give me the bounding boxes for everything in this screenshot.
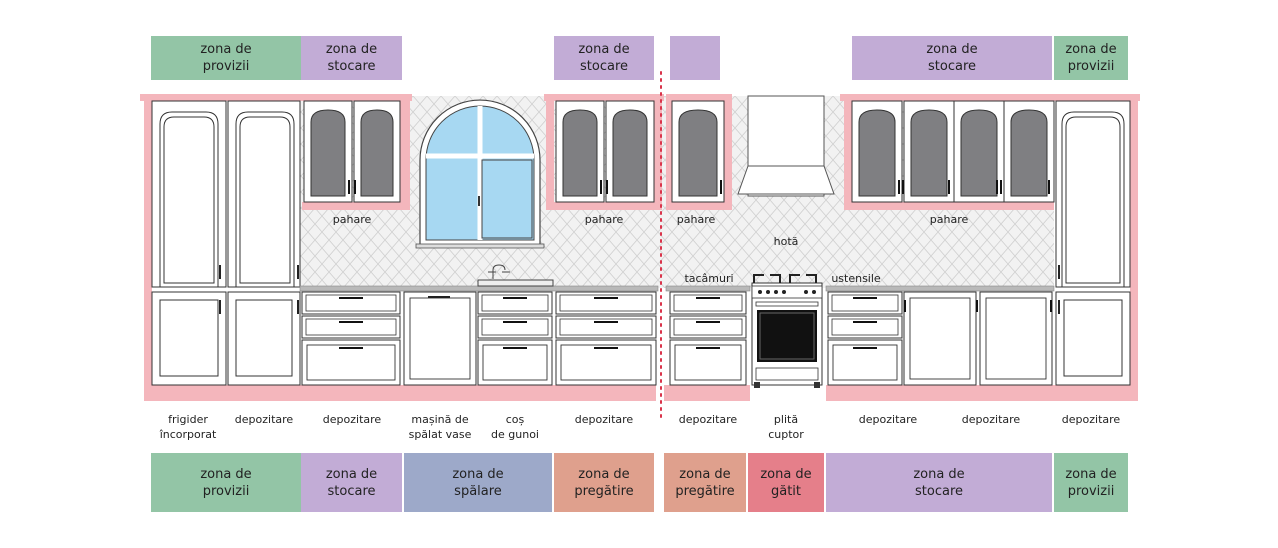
countertop-middle — [665, 285, 751, 292]
glass-panel — [910, 109, 948, 197]
base-door — [979, 291, 1053, 386]
label-base-cabinet: depozitare — [1061, 413, 1121, 426]
drawer — [301, 315, 401, 339]
glass-panel — [360, 109, 394, 197]
stove-oven — [751, 274, 823, 388]
deep-drawer — [669, 339, 747, 386]
deep-drawer — [555, 339, 657, 386]
deep-drawer — [301, 339, 401, 386]
label-base-cabinet: depozitare — [234, 413, 294, 426]
drawer — [827, 291, 903, 315]
bottom-zone-pregatire: zona de pregătire — [664, 453, 746, 512]
drawer — [477, 315, 553, 339]
arched-window — [415, 99, 545, 249]
drawer — [477, 291, 553, 315]
bottom-zone-spalare: zona de spălare — [404, 453, 552, 512]
bottom-zone-stocare: zona de stocare — [826, 453, 1052, 512]
tall-cabinets-left — [151, 100, 301, 386]
drawer — [669, 291, 747, 315]
range-hood — [737, 95, 835, 197]
bottom-zone-provizii: zona de provizii — [1054, 453, 1128, 512]
upper-glass-cabinets — [303, 100, 1055, 203]
bottom-zone-gatit: zona de gătit — [748, 453, 824, 512]
top-zone-provizii: zona de provizii — [1054, 36, 1128, 80]
label-pahare: pahare — [584, 213, 624, 226]
drawer — [827, 315, 903, 339]
glass-panel — [858, 109, 896, 197]
label-ustensile: ustensile — [831, 272, 881, 285]
bottom-zone-stocare: zona de stocare — [301, 453, 402, 512]
label-pahare: pahare — [929, 213, 969, 226]
deep-drawer — [827, 339, 903, 386]
countertop-right — [825, 285, 1055, 292]
drawer — [301, 291, 401, 315]
tall-cabinet-right — [1055, 100, 1131, 386]
top-zone-stocare: zona de stocare — [554, 36, 654, 80]
label-base-cabinet: depozitare — [961, 413, 1021, 426]
glass-panel — [678, 109, 718, 197]
glass-panel — [1010, 109, 1048, 197]
label-base-cabinet: frigider încorporat — [159, 413, 217, 441]
label-tacamuri: tacâmuri — [684, 272, 734, 285]
sink-faucet — [477, 264, 554, 287]
label-pahare: pahare — [332, 213, 372, 226]
base-door — [903, 291, 977, 386]
drawer — [669, 315, 747, 339]
label-base-cabinet: mașină de spălat vase — [408, 413, 472, 441]
label-base-cabinet: depozitare — [322, 413, 382, 426]
glass-panel — [960, 109, 998, 197]
label-base-cabinet: coș de gunoi — [491, 413, 539, 441]
bottom-zone-provizii: zona de provizii — [151, 453, 301, 512]
glass-panel — [612, 109, 648, 197]
deep-drawer — [477, 339, 553, 386]
top-zone-stocare — [670, 36, 720, 80]
bottom-zone-pregatire: zona de pregătire — [554, 453, 654, 512]
top-zone-stocare: zona de stocare — [301, 36, 402, 80]
cabinet-outlines — [140, 94, 1140, 401]
label-base-cabinet: plită cuptor — [768, 413, 804, 441]
base-cabinets — [301, 291, 1053, 386]
drawer — [555, 291, 657, 315]
glass-panel — [562, 109, 598, 197]
label-pahare: pahare — [676, 213, 716, 226]
drawer — [555, 315, 657, 339]
label-base-cabinet: depozitare — [678, 413, 738, 426]
base-door — [403, 291, 477, 386]
top-zone-provizii: zona de provizii — [151, 36, 301, 80]
glass-panel — [310, 109, 346, 197]
top-zone-stocare: zona de stocare — [852, 36, 1052, 80]
label-base-cabinet: depozitare — [574, 413, 634, 426]
label-base-cabinet: depozitare — [858, 413, 918, 426]
countertop-left — [299, 285, 659, 292]
label-hota: hotă — [773, 235, 799, 248]
